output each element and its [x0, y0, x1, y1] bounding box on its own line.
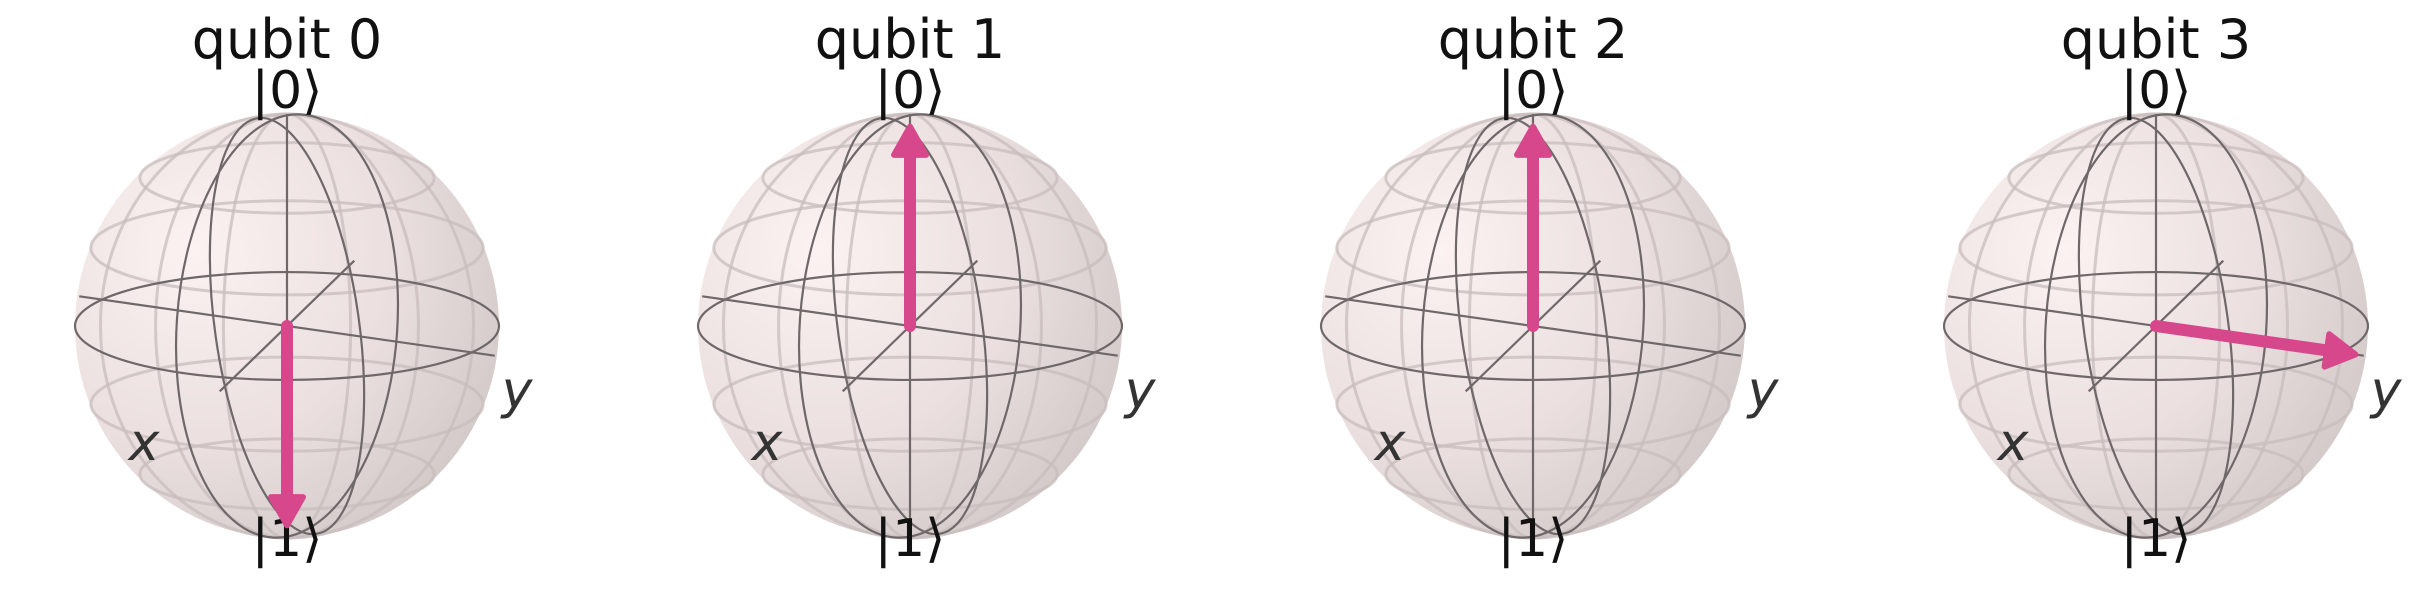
ket-zero-label: |0⟩	[1498, 61, 1569, 121]
ket-one-label: |1⟩	[1498, 509, 1569, 569]
sphere-title: qubit 0	[192, 8, 382, 71]
state-vector-arrow	[891, 123, 929, 332]
meridian-ring	[797, 113, 1023, 539]
sphere-title: qubit 2	[1438, 8, 1628, 71]
sphere-title: qubit 3	[2061, 8, 2251, 71]
bloch-sphere-3: qubit 3|0⟩ |1⟩ x y	[1942, 8, 2403, 569]
bloch-sphere-2: qubit 2|0⟩ |1⟩ x y	[1319, 8, 1780, 569]
ket-one-label: |1⟩	[2121, 509, 2192, 569]
x-axis-label: x	[127, 413, 161, 473]
meridian-ring	[831, 116, 989, 536]
bloch-sphere-1: qubit 1|0⟩ |1⟩ x y	[696, 8, 1157, 569]
state-vector-arrow	[1514, 123, 1552, 332]
meridian-ring	[2043, 113, 2269, 539]
y-axis-label: y	[2369, 361, 2403, 421]
ket-one-label: |1⟩	[875, 509, 946, 569]
meridian-ring	[208, 116, 366, 536]
meridian-ring	[1454, 116, 1612, 536]
meridian-ring	[2077, 116, 2235, 536]
y-axis-label: y	[1123, 361, 1157, 421]
ket-zero-label: |0⟩	[2121, 61, 2192, 121]
ket-zero-label: |0⟩	[252, 61, 323, 121]
bloch-sphere-0: qubit 0|0⟩|1⟩xy	[73, 8, 534, 569]
sphere-title: qubit 1	[815, 8, 1005, 71]
state-vector-arrow	[2150, 320, 2359, 370]
ket-zero-label: |0⟩	[875, 61, 946, 121]
meridian-ring	[174, 113, 400, 539]
x-axis-label: x	[750, 413, 784, 473]
state-vector-arrow	[268, 320, 306, 529]
meridian-ring	[1420, 113, 1646, 539]
y-axis-label: y	[1746, 361, 1780, 421]
y-axis-label: y	[500, 361, 534, 421]
x-axis-label: x	[1373, 413, 1407, 473]
x-axis-label: x	[1996, 413, 2030, 473]
